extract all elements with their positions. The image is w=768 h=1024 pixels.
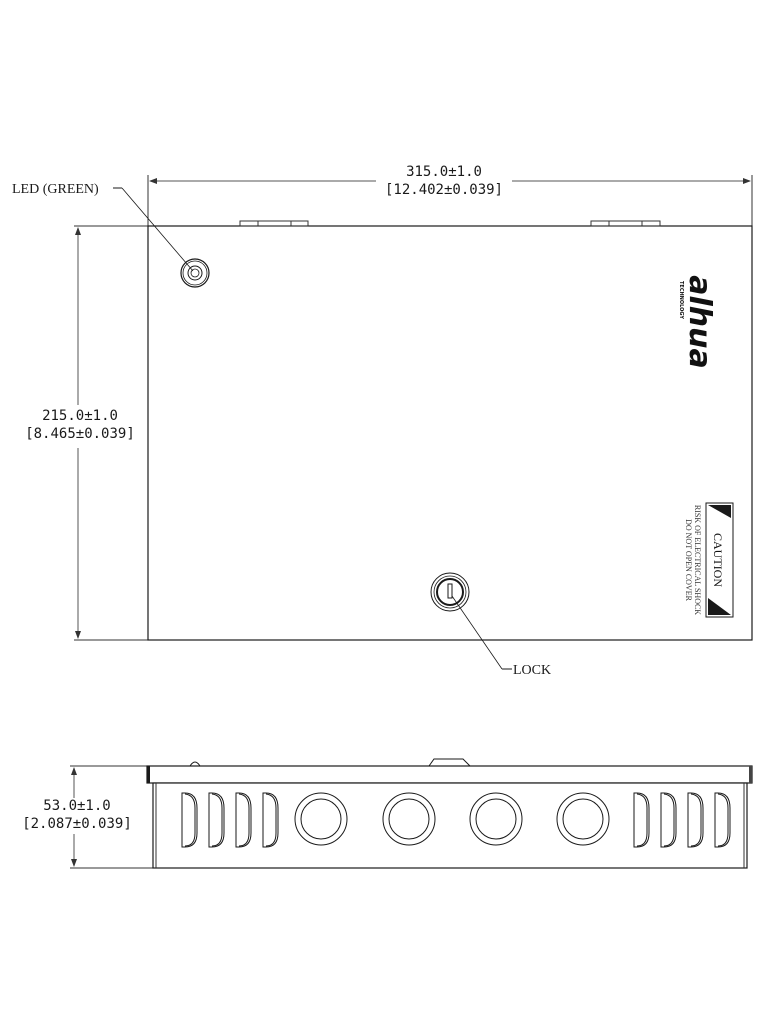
- led-indicator: [180, 258, 210, 288]
- width-metric: 315.0±1.0: [406, 164, 482, 180]
- caution-label: CAUTION RISK OF ELECTRICAL SHOCK DO NOT …: [684, 502, 734, 618]
- width-dimension: 315.0±1.0 [12.402±0.039]: [149, 164, 751, 198]
- led-callout: LED (GREEN): [12, 182, 194, 272]
- height-metric: 215.0±1.0: [42, 408, 118, 424]
- enclosure-lid: [146, 765, 753, 784]
- lock: [430, 572, 470, 612]
- caution-line2: DO NOT OPEN COVER: [684, 519, 693, 602]
- enclosure-top-outline: [147, 225, 753, 641]
- width-imperial: [12.402±0.039]: [385, 182, 503, 198]
- lock-callout: LOCK: [451, 595, 551, 678]
- top-view: 315.0±1.0 [12.402±0.039] 215.0±1.0 [8.46…: [12, 164, 753, 678]
- height-imperial: [8.465±0.039]: [25, 426, 135, 442]
- caution-line1: RISK OF ELECTRICAL SHOCK: [693, 505, 702, 615]
- vent-slots-left: [181, 792, 279, 848]
- lock-label: LOCK: [513, 663, 551, 678]
- hinge-left: [239, 220, 309, 227]
- knockouts: [294, 792, 610, 846]
- hinge-right: [590, 220, 661, 227]
- side-height-dimension: 53.0±1.0 [2.087±0.039]: [22, 767, 132, 867]
- logo-text: alhua: [682, 275, 717, 369]
- warning-triangle-icon: [708, 505, 731, 518]
- side-view: 53.0±1.0 [2.087±0.039]: [22, 758, 753, 869]
- enclosure-body: [152, 782, 748, 869]
- side-height-metric: 53.0±1.0: [43, 798, 110, 814]
- logo-tagline: TECHNOLOGY: [678, 281, 684, 319]
- vent-slots-right: [633, 792, 731, 848]
- caution-title: CAUTION: [711, 533, 725, 587]
- warning-triangle-icon: [708, 598, 731, 615]
- height-dimension: 215.0±1.0 [8.465±0.039]: [25, 227, 135, 639]
- lock-bump: [428, 758, 471, 767]
- led-bump: [189, 761, 201, 767]
- brand-logo: alhua TECHNOLOGY: [678, 275, 717, 369]
- side-height-imperial: [2.087±0.039]: [22, 816, 132, 832]
- led-label: LED (GREEN): [12, 182, 99, 197]
